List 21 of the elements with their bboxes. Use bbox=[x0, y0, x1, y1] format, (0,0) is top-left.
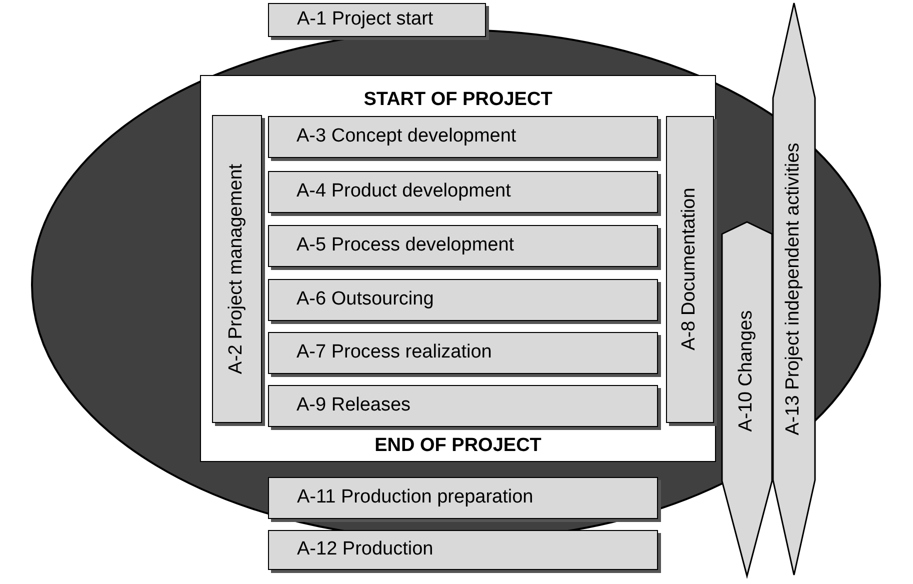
elongated-hexagon bbox=[773, 3, 815, 575]
project-frame bbox=[200, 75, 716, 462]
activity-box bbox=[268, 530, 658, 570]
activity-label: A-6 Outsourcing bbox=[296, 289, 434, 310]
activity-label: A-10 Changes bbox=[736, 310, 758, 432]
activity-label: A-1 Project start bbox=[297, 10, 434, 30]
frame-heading: END OF PROJECT bbox=[374, 436, 542, 457]
activity-label: A-5 Process development bbox=[296, 235, 514, 256]
activity-label: A-13 Project independent activities bbox=[784, 142, 804, 436]
activity-label: A-3 Concept development bbox=[296, 126, 516, 147]
activity-label: A-8 Documentation bbox=[679, 188, 700, 350]
arrow-shape bbox=[722, 222, 772, 576]
activity-box bbox=[268, 477, 658, 519]
frame-heading: START OF PROJECT bbox=[364, 90, 552, 111]
activity-label: A-12 Production bbox=[297, 540, 434, 560]
activity-box bbox=[268, 3, 486, 37]
activity-label: A-11 Production preparation bbox=[297, 488, 534, 508]
activity-label: A-7 Process realization bbox=[296, 342, 492, 363]
activity-label: A-2 Project management bbox=[226, 163, 247, 374]
activity-label: A-4 Product development bbox=[296, 181, 511, 202]
activity-label: A-9 Releases bbox=[296, 395, 411, 416]
